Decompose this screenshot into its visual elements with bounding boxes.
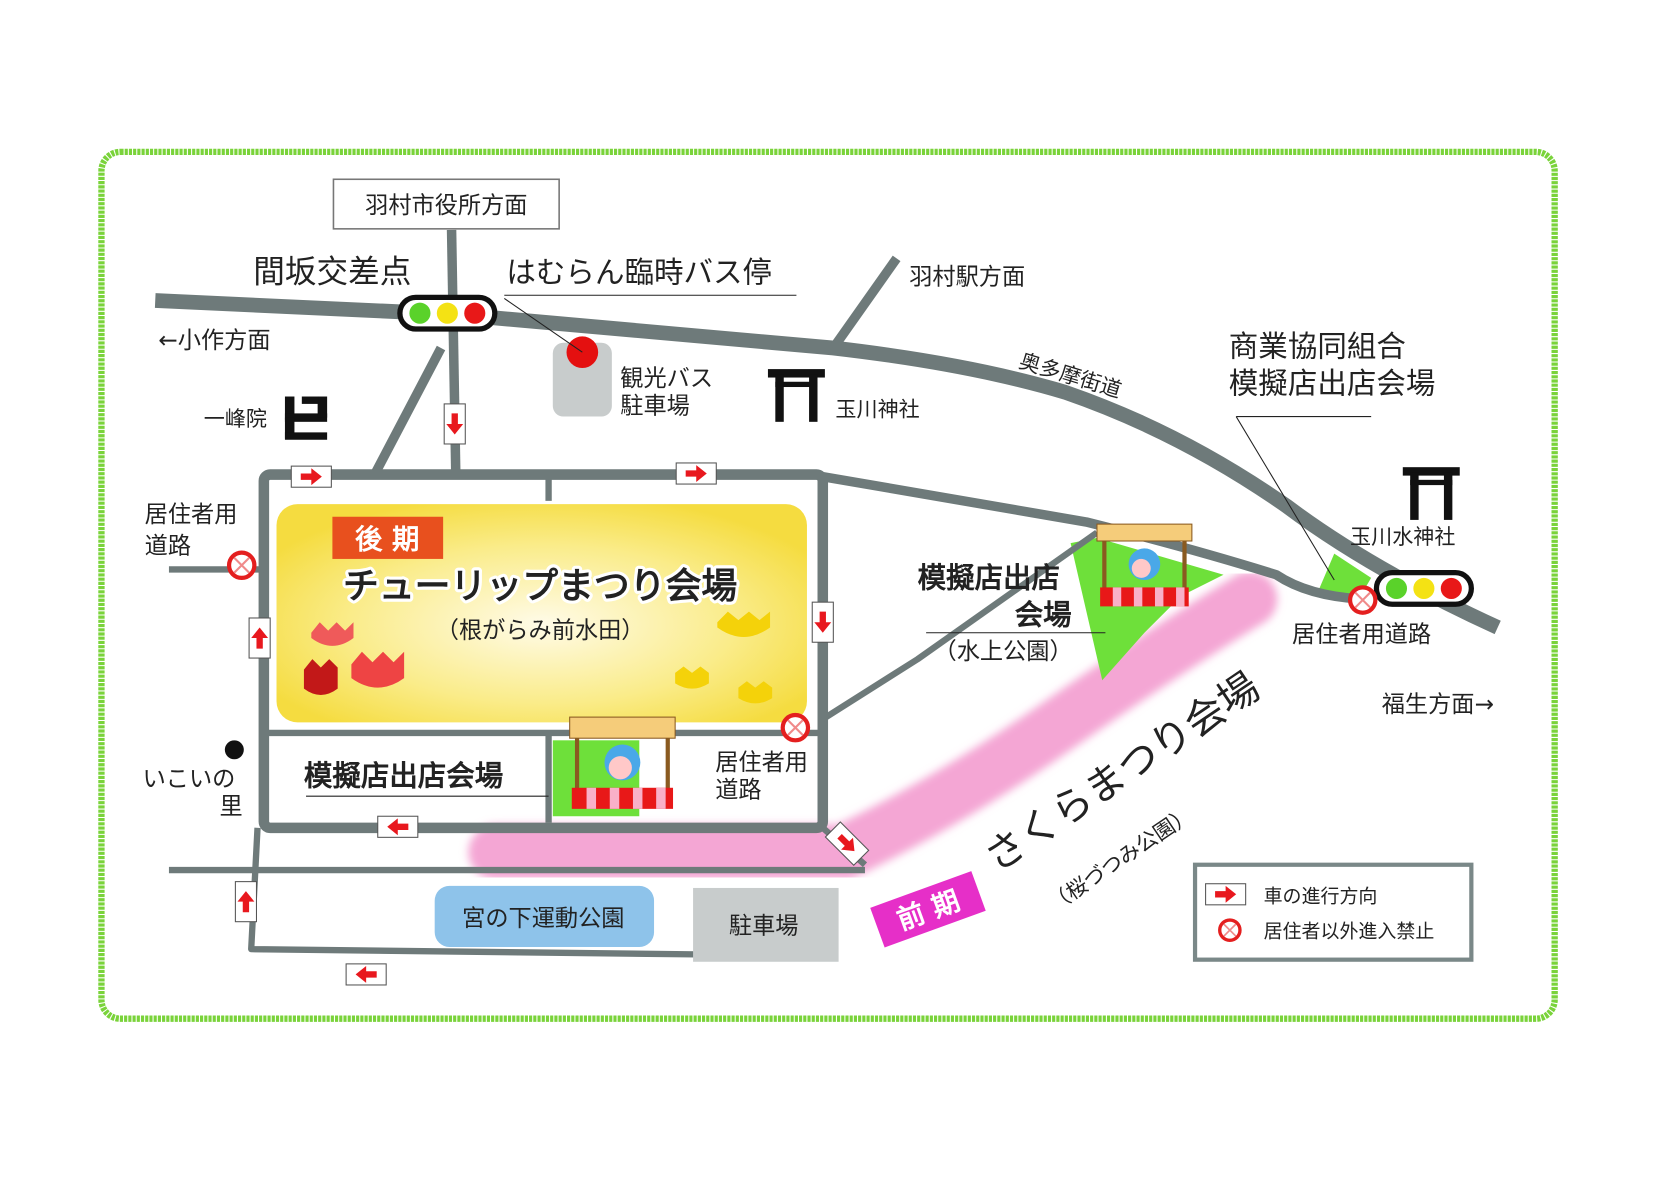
hamura-station-direction: 羽村駅方面	[909, 264, 1025, 291]
legend: 車の進行方向 居住者以外進入禁止	[1192, 862, 1474, 962]
association-label: 模擬店出店会場	[1229, 366, 1436, 400]
tour-bus-parking	[552, 342, 612, 417]
tamagawa-sui-shrine-label: 玉川水神社	[1350, 524, 1455, 549]
fussa-direction: 福生方面→	[1382, 691, 1494, 718]
early-period-badge	[870, 871, 986, 948]
car-direction-arrow	[675, 462, 717, 485]
legend-label: 車の進行方向	[1264, 886, 1378, 908]
car-direction-arrow	[234, 881, 258, 923]
aisaka-intersection-label: 間坂交差点	[253, 255, 411, 291]
parking-label: 駐車場	[729, 912, 799, 939]
car-direction-arrow	[443, 403, 466, 445]
no-entry-icon	[229, 553, 254, 578]
sakura-trees	[468, 571, 1278, 880]
resident-road-label: 居住者用	[145, 501, 238, 528]
stall-icon	[569, 716, 676, 809]
torii-icon	[1402, 467, 1460, 520]
stall-venue-label: 模擬店出店会場	[304, 760, 503, 793]
no-entry-icon	[1218, 918, 1242, 942]
city-hall-box	[332, 178, 560, 230]
tulip-venue-subtitle: （根がらみ前水田）	[436, 617, 645, 644]
tulip-festival-title: チューリップまつり会場	[343, 566, 737, 607]
car-direction-arrow	[248, 617, 271, 659]
city-hall-direction: 羽村市役所方面	[365, 192, 527, 219]
ikoi-label: いこいの	[143, 766, 236, 793]
car-direction-arrow	[345, 963, 387, 986]
stall-venue-label: 模擬店出店	[918, 561, 1060, 594]
resident-road-label: 道路	[145, 533, 191, 560]
tamagawa-shrine-label: 玉川神社	[835, 397, 919, 422]
no-entry-icon	[1350, 587, 1375, 612]
map-border	[98, 148, 1558, 1022]
stall-venue-label: 会場	[1015, 598, 1072, 631]
resident-road-label: 居住者用	[715, 749, 808, 776]
resident-road-label: 道路	[715, 776, 761, 803]
legend-label: 居住者以外進入禁止	[1264, 921, 1435, 943]
miyanoshita-park	[434, 885, 655, 948]
miyanoshita-park-label: 宮の下運動公園	[462, 905, 624, 932]
association-label: 商業協同組合	[1229, 329, 1406, 363]
resident-road-label: 居住者用道路	[1292, 621, 1431, 648]
traffic-light-fussa	[1373, 569, 1474, 607]
bus-stop-label: はむらん臨時バス停	[506, 256, 772, 290]
traffic-light-aisaka	[397, 294, 498, 332]
stall-icon	[1096, 523, 1193, 607]
torii-icon	[767, 369, 825, 422]
temple-icon	[284, 396, 328, 440]
ichihoin-label: 一峰院	[204, 406, 267, 431]
tour-bus-parking-label: 観光バス	[620, 365, 713, 392]
ozaku-direction: ←小作方面	[158, 327, 270, 354]
car-direction-arrow	[811, 601, 834, 643]
car-direction-arrow-icon	[1205, 883, 1247, 906]
ikoi-marker	[224, 740, 244, 760]
late-period-label: 後 期	[355, 524, 419, 555]
shrine-park-area	[1318, 553, 1372, 596]
ikoi-label: 里	[220, 793, 243, 820]
parking-lot	[693, 887, 839, 962]
car-direction-arrow	[290, 465, 332, 488]
tour-bus-parking-label: 駐車場	[620, 392, 690, 419]
mizukami-park-label: （水上公園）	[934, 638, 1073, 665]
car-direction-arrow	[377, 815, 419, 838]
tulip-icons	[303, 611, 773, 704]
no-entry-icon	[783, 715, 808, 740]
late-period-badge	[332, 516, 444, 559]
